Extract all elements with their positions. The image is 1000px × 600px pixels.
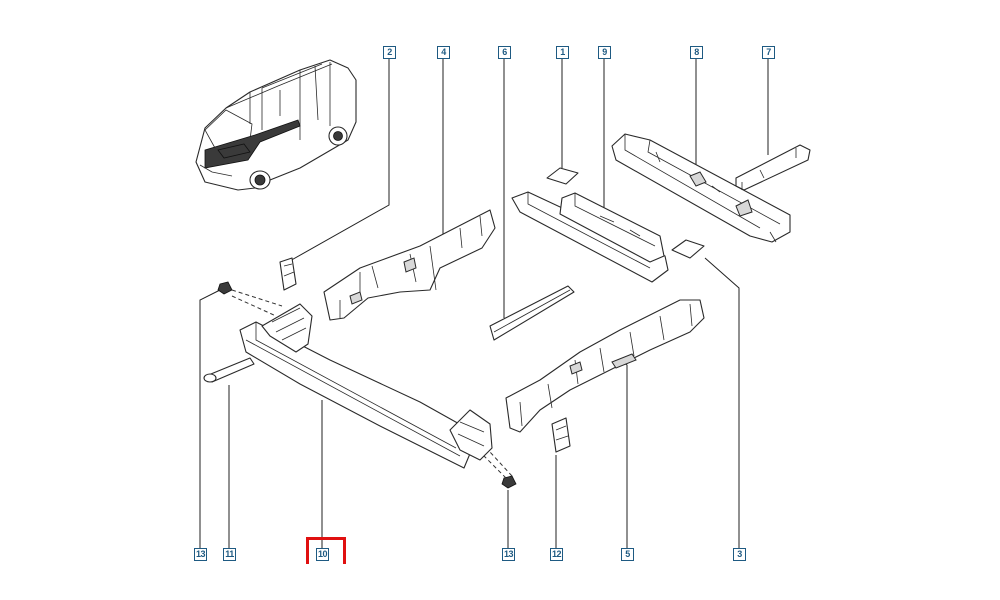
- part-2-bracket: [279, 257, 297, 291]
- van-illustration: [195, 59, 357, 191]
- part-11-tow-eye: [203, 357, 255, 383]
- callout-11[interactable]: 11: [223, 548, 236, 561]
- callout-1[interactable]: 1: [556, 46, 569, 59]
- part-5-right-member: [505, 299, 705, 433]
- callout-5[interactable]: 5: [621, 548, 634, 561]
- part-10-bumper-beam: [239, 303, 493, 469]
- callout-13-right[interactable]: 13: [502, 548, 515, 561]
- part-12-bracket: [551, 417, 571, 453]
- part-8-rear-member: [611, 133, 791, 243]
- callout-8[interactable]: 8: [690, 46, 703, 59]
- part-13-nut-right: [501, 475, 517, 489]
- part-9-crossmember: [511, 191, 669, 283]
- callout-7[interactable]: 7: [762, 46, 775, 59]
- part-4-left-member: [323, 209, 496, 321]
- callout-12[interactable]: 12: [550, 548, 563, 561]
- part-1-pad: [546, 167, 579, 185]
- assembly-dashed-lines: [231, 289, 513, 479]
- callout-2[interactable]: 2: [383, 46, 396, 59]
- callout-3[interactable]: 3: [733, 548, 746, 561]
- callout-13-left[interactable]: 13: [194, 548, 207, 561]
- callout-6[interactable]: 6: [498, 46, 511, 59]
- callout-10[interactable]: 10: [316, 548, 329, 561]
- part-6-bar: [489, 285, 575, 341]
- selected-callout-highlight: [306, 537, 346, 564]
- part-13-nut-left: [217, 281, 233, 295]
- callout-9[interactable]: 9: [598, 46, 611, 59]
- part-7-rail: [735, 144, 811, 191]
- callout-4[interactable]: 4: [437, 46, 450, 59]
- part-3-pad: [671, 239, 705, 259]
